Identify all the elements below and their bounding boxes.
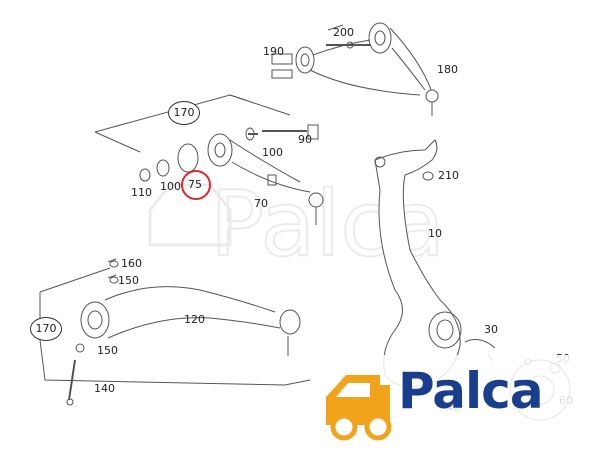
label-150-top: 150 xyxy=(118,274,139,287)
upper-arm-assembly xyxy=(271,22,439,116)
label-10: 10 xyxy=(428,227,442,240)
label-70: 70 xyxy=(254,197,268,210)
label-170-top: 170 xyxy=(168,101,200,125)
arm-70-assembly xyxy=(139,124,324,225)
steering-knuckle xyxy=(374,139,462,387)
bracket-170-top xyxy=(94,94,291,153)
label-100-right: 100 xyxy=(262,146,283,159)
label-110: 110 xyxy=(131,186,152,199)
palca-logo-text: Palca xyxy=(398,362,544,420)
label-180: 180 xyxy=(437,63,458,76)
label-75-highlighted: 75 xyxy=(188,178,202,191)
label-150-bottom: 150 xyxy=(97,344,118,357)
label-170-bottom: 170 xyxy=(30,317,62,341)
label-120: 120 xyxy=(184,313,205,326)
label-90: 90 xyxy=(298,133,312,146)
highlight-ring xyxy=(181,170,211,200)
label-160: 160 xyxy=(121,257,142,270)
label-30: 30 xyxy=(484,323,498,336)
label-140: 140 xyxy=(94,382,115,395)
label-200: 200 xyxy=(333,26,354,39)
label-210: 210 xyxy=(438,169,459,182)
label-190: 190 xyxy=(263,45,284,58)
arm-120-assembly xyxy=(39,258,311,406)
label-100-left: 100 xyxy=(160,180,181,193)
palca-logo xyxy=(318,355,593,445)
truck-icon xyxy=(326,375,392,441)
